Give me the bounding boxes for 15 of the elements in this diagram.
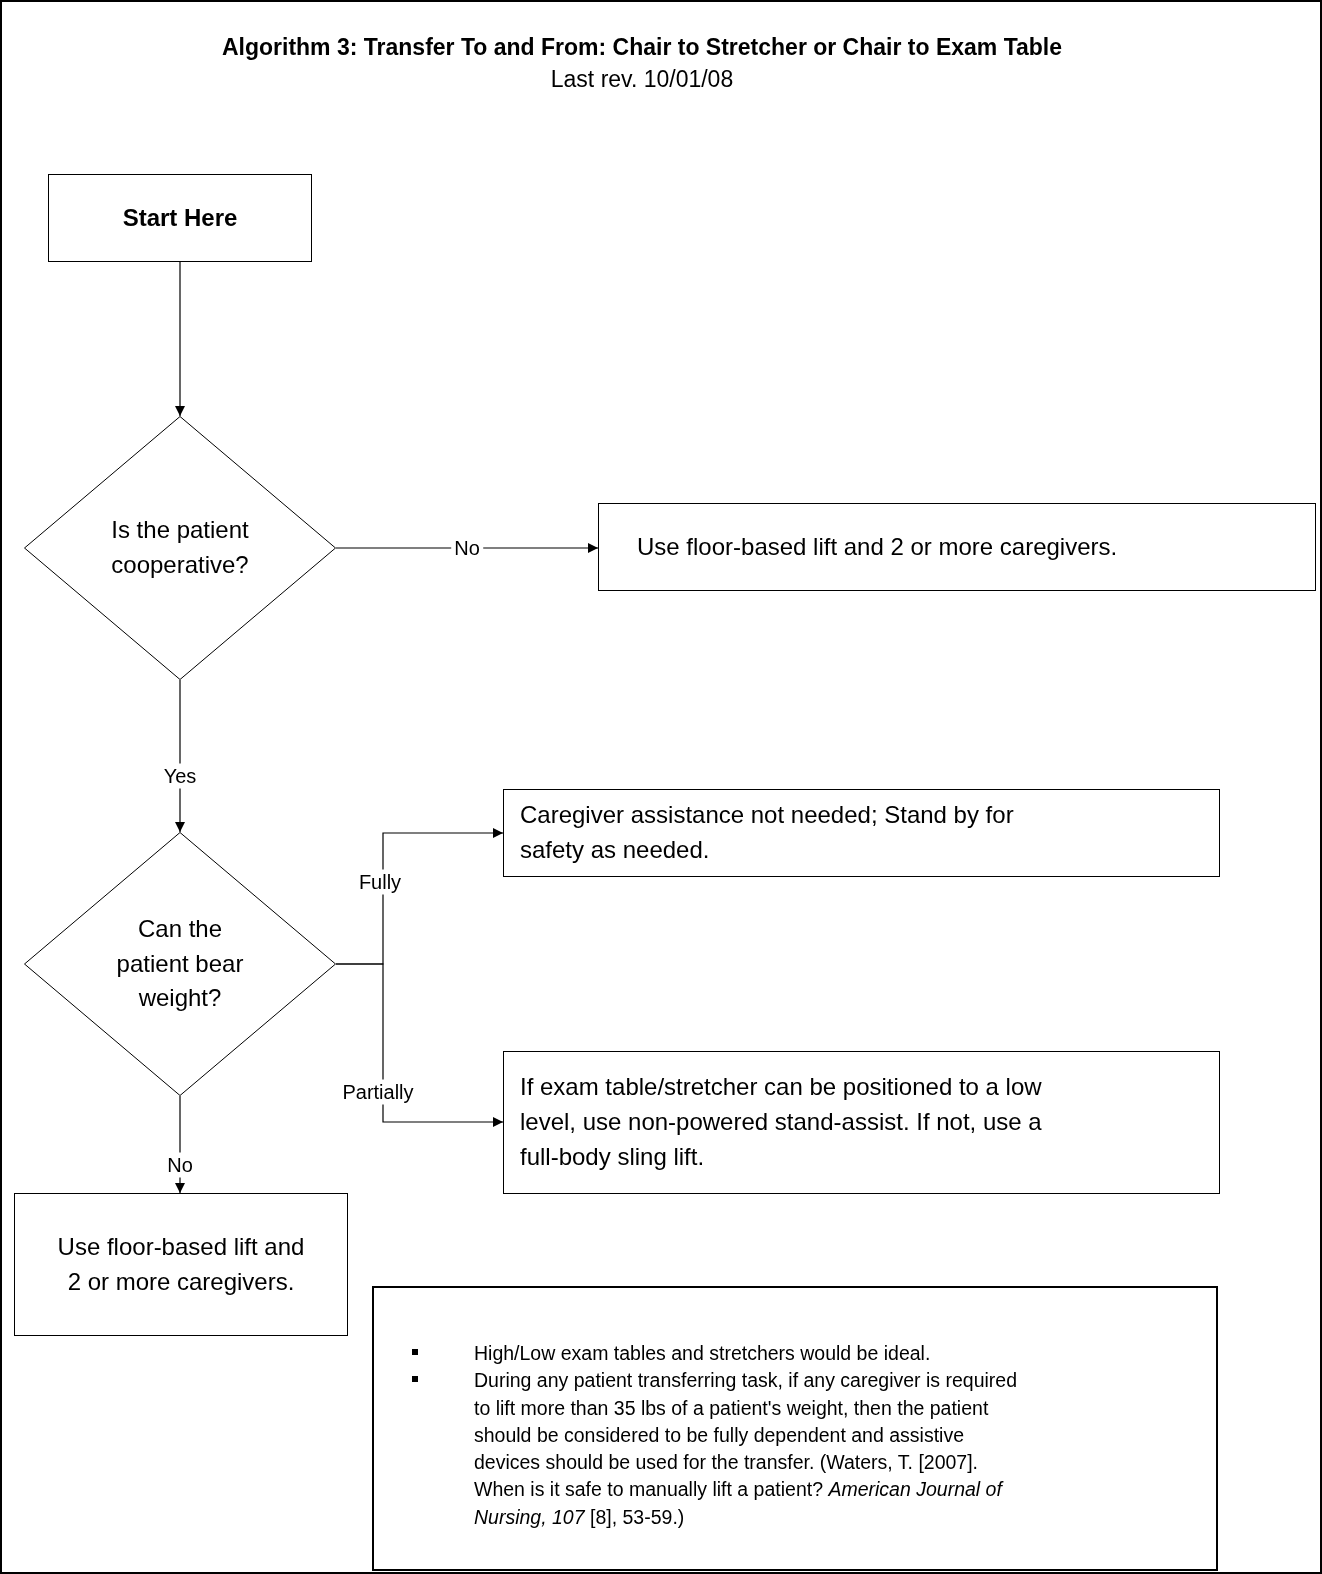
decision-text: Is the patient cooperative?	[110, 515, 250, 580]
title: Algorithm 3: Transfer To and From: Chair to Stretcher or Chair to Exam Table	[220, 34, 1064, 61]
decision-text: Can the patient bear weight?	[115, 913, 245, 1014]
process-box: Use floor-based lift and 2 or more caregivers.	[598, 503, 1316, 591]
connector-arrow	[335, 963, 504, 1127]
revision-date: Last rev. 10/01/08	[549, 66, 735, 93]
process-box: Use floor-based lift and 2 or more caregivers.	[14, 1193, 348, 1336]
process-box: If exam table/stretcher can be positioned to a low level, use non-powered stand-assist. If not, use a full-body sling lift.	[503, 1051, 1220, 1194]
note-text: During any patient transferring task, if any caregiver is required to lift more than 35 lbs of a patient's weight, then the patient should be considered to be fully dependent and assistive devices should be used for the transfer. (Waters, T. [2007]. When is it safe to manually lift a patient? American Journal of Nursing, 107 [8], 53-59.)	[474, 1368, 1018, 1530]
connector-arrow	[335, 543, 599, 553]
note-text: High/Low exam tables and stretchers would be ideal.	[474, 1341, 932, 1366]
process-box: Caregiver assistance not needed; Stand by for safety as needed.	[503, 789, 1220, 877]
note-box	[372, 1286, 1218, 1571]
process-box: Start Here	[48, 174, 312, 262]
connector-arrow	[175, 261, 185, 417]
